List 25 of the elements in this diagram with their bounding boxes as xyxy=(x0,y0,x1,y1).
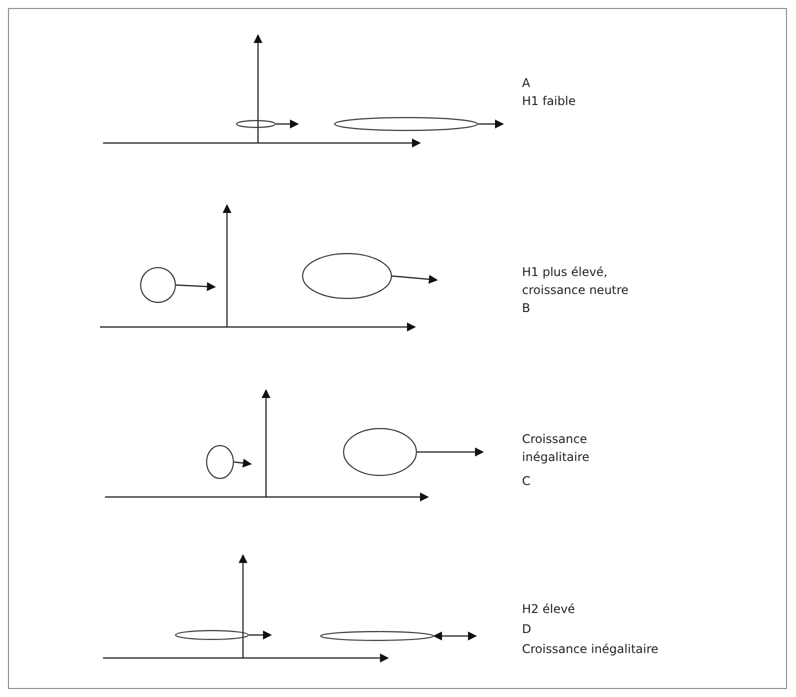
ellipse-shape xyxy=(343,428,417,476)
note-text: C xyxy=(522,473,530,490)
note-text: Croissance inégalitaire xyxy=(522,641,658,658)
note-text: B xyxy=(522,300,530,317)
arrow xyxy=(176,282,216,292)
note-text: A xyxy=(522,75,530,92)
ellipse-shape xyxy=(175,630,249,640)
ellipse-shape xyxy=(302,253,392,299)
arrow xyxy=(249,630,272,640)
note-text: H1 faible xyxy=(522,93,576,110)
note-text: H2 élevé xyxy=(522,601,576,618)
arrow xyxy=(417,448,484,456)
ellipse-shape xyxy=(320,631,434,641)
ellipse-shape xyxy=(236,120,276,128)
arrow xyxy=(392,274,438,284)
circle-shape xyxy=(140,267,176,303)
note-text: H1 plus élevé, croissance neutre xyxy=(522,264,630,299)
ellipse-shape xyxy=(334,117,478,131)
arrow xyxy=(478,120,504,128)
arrow xyxy=(433,632,477,640)
arrow xyxy=(234,458,252,468)
note-text: D xyxy=(522,621,532,638)
note-text: Croissance inégalitaire xyxy=(522,431,590,466)
ellipse-shape xyxy=(206,445,234,479)
arrow xyxy=(276,120,299,128)
